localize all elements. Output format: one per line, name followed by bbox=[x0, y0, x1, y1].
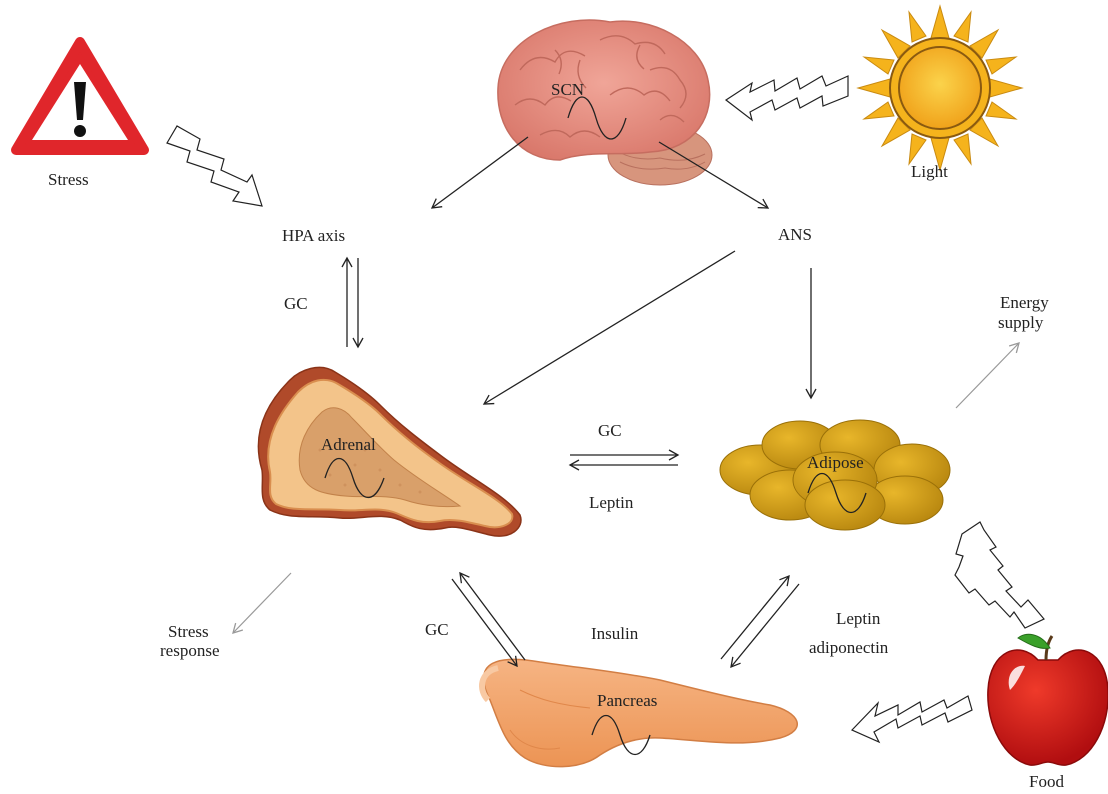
pancreas-to-adipose-arrow bbox=[721, 576, 789, 659]
brain-icon bbox=[498, 20, 712, 185]
apple-icon bbox=[988, 634, 1108, 765]
light-input-arrow bbox=[726, 76, 848, 120]
adrenal-to-pancreas-gc-arrow bbox=[452, 579, 517, 666]
food-pancreas-arrow bbox=[852, 696, 972, 742]
sun-icon bbox=[858, 6, 1022, 170]
ans-label: ANS bbox=[778, 225, 812, 245]
pancreas-icon bbox=[482, 659, 797, 766]
energy-supply-label-line2: supply bbox=[998, 313, 1043, 333]
food-label: Food bbox=[1029, 772, 1064, 792]
adipose-tissue-icon bbox=[720, 420, 950, 530]
energy-supply-label-line1: Energy bbox=[1000, 293, 1049, 313]
food-adipose-arrow bbox=[955, 522, 1044, 628]
stress-response-label-line2: response bbox=[160, 641, 219, 661]
leptin-label: Leptin bbox=[589, 493, 633, 513]
ans-to-adrenal-arrow bbox=[484, 251, 735, 404]
stress-label: Stress bbox=[48, 170, 89, 190]
gc-adrenal-adipose-label: GC bbox=[598, 421, 622, 441]
pancreas-label: Pancreas bbox=[597, 691, 657, 711]
adipose-to-pancreas-arrow bbox=[731, 584, 799, 667]
leptin-adiponectin-label-line1: Leptin bbox=[836, 609, 880, 629]
adrenal-label: Adrenal bbox=[321, 435, 376, 455]
gc-hpa-label: GC bbox=[284, 294, 308, 314]
stress-input-arrow bbox=[167, 126, 262, 206]
gc-pancreas-label: GC bbox=[425, 620, 449, 640]
pancreas-to-adrenal-insulin-arrow bbox=[460, 573, 525, 660]
adipose-label: Adipose bbox=[807, 453, 864, 473]
hpa-axis-label: HPA axis bbox=[282, 226, 345, 246]
scn-to-hpa-arrow bbox=[432, 137, 528, 208]
light-label: Light bbox=[911, 162, 948, 182]
leptin-adiponectin-label-line2: adiponectin bbox=[809, 638, 888, 658]
energy-supply-arrow bbox=[956, 343, 1019, 408]
scn-label: SCN bbox=[551, 80, 584, 100]
adrenal-gland-icon bbox=[258, 367, 521, 536]
stress-response-arrow bbox=[233, 573, 291, 633]
insulin-label: Insulin bbox=[591, 624, 638, 644]
warning-sign-icon bbox=[16, 42, 144, 150]
stress-response-label-line1: Stress bbox=[168, 622, 209, 642]
